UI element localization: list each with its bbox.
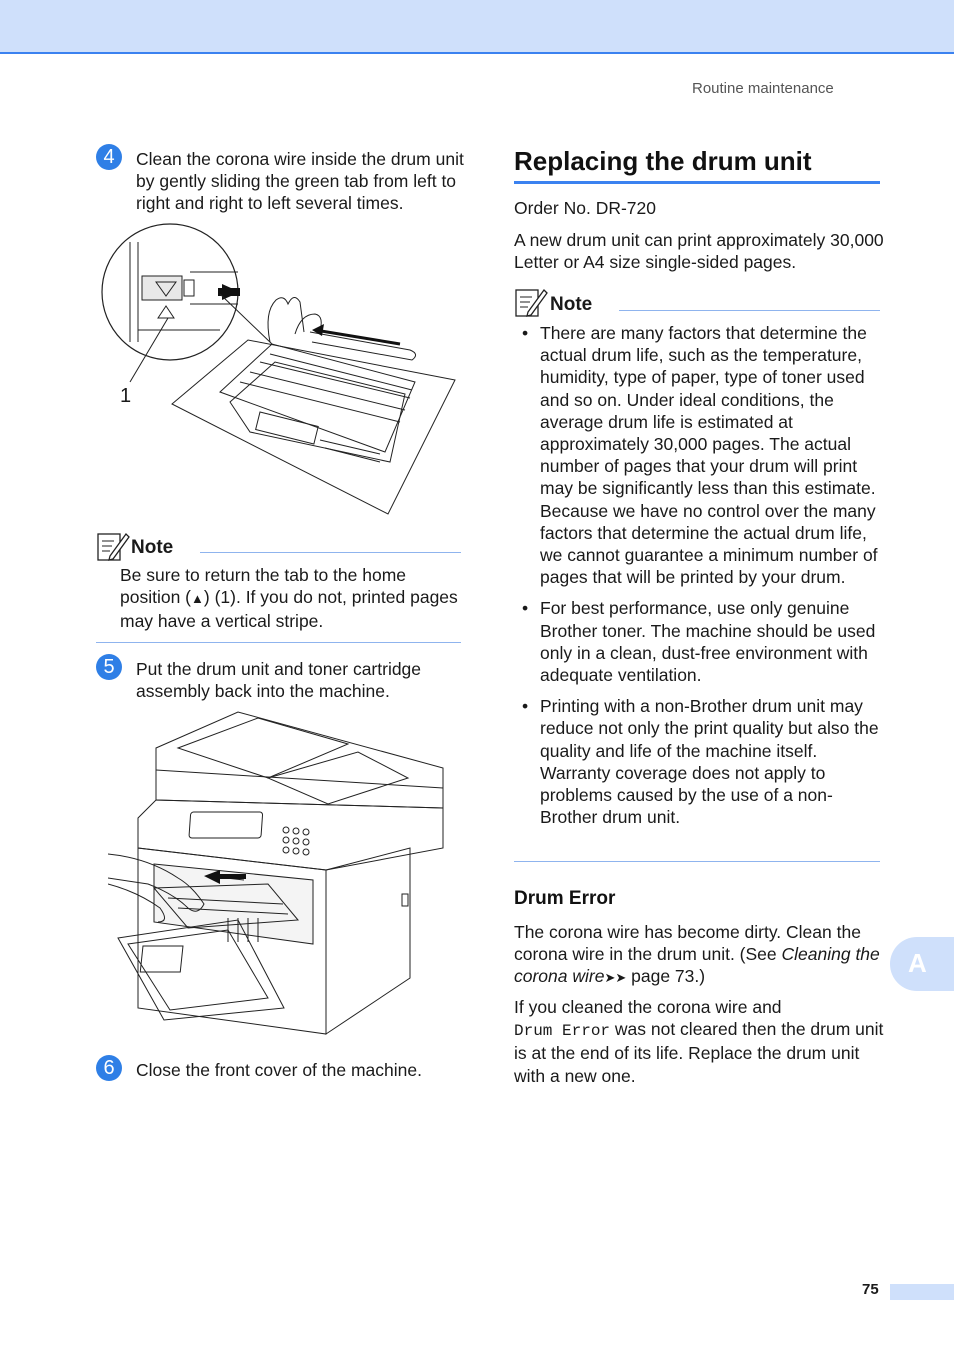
note-bullet-list: •There are many factors that determine t… (520, 322, 882, 837)
note-heading: Note (550, 294, 593, 315)
callout-label: 1 (120, 385, 132, 407)
running-head: Routine maintenance (692, 80, 834, 97)
note-rule-top (619, 310, 880, 311)
step-4-text: Clean the corona wire inside the drum un… (136, 149, 464, 214)
title-rule (514, 181, 880, 184)
step-4-badge: 4 (96, 144, 122, 170)
drum-error-heading: Drum Error (514, 888, 616, 909)
cross-reference-link[interactable]: Cleaning the corona wire (514, 944, 880, 987)
step-5-badge: 5 (96, 654, 122, 680)
drum-error-paragraph-1: The corona wire has become dirty. Clean … (514, 922, 880, 987)
note-rule-top (200, 552, 461, 553)
footer-band (890, 1284, 954, 1300)
double-arrow-icon: ➤➤ (604, 970, 627, 986)
note-pencil-icon (97, 533, 130, 561)
note-pencil-icon (515, 289, 548, 317)
up-triangle-icon: ▲ (191, 591, 204, 607)
page-number: 75 (862, 1281, 879, 1298)
intro-paragraph: A new drum unit can print approximately … (514, 230, 884, 273)
section-title: Replacing the drum unit (514, 146, 812, 176)
step-5-text: Put the drum unit and toner cartridge as… (136, 659, 422, 702)
step-6-badge: 6 (96, 1055, 122, 1081)
step-6-text: Close the front cover of the machine. (136, 1060, 422, 1080)
header-band (0, 0, 954, 54)
list-item: •For best performance, use only genuine … (522, 598, 876, 686)
list-item: •Printing with a non-Brother drum unit m… (522, 696, 879, 828)
lcd-message: Drum Error (514, 1022, 611, 1041)
note-rule-bottom (514, 861, 880, 862)
list-item: •There are many factors that determine t… (522, 323, 878, 588)
note-rule-bottom (96, 642, 461, 643)
appendix-tab: A (890, 937, 954, 991)
order-number: Order No. DR-720 (514, 198, 656, 218)
note-heading: Note (131, 537, 174, 558)
drum-cleaning-illustration (101, 223, 456, 515)
note-body: Be sure to return the tab to the home po… (120, 565, 458, 632)
machine-illustration (108, 711, 444, 1035)
